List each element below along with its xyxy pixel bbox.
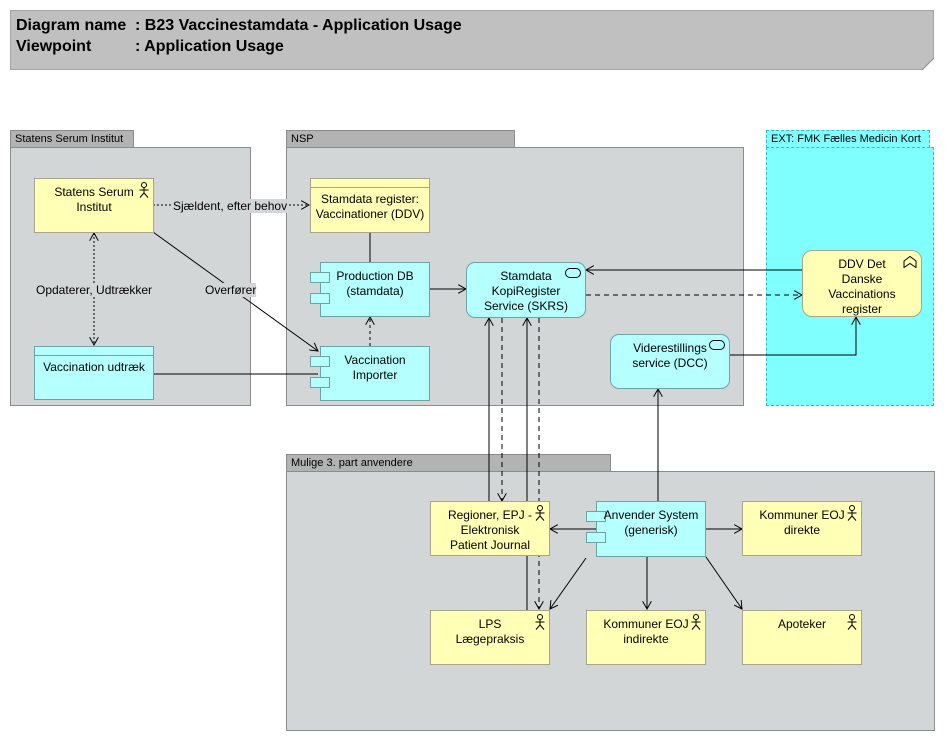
node-anvender-system[interactable]: Anvender System (generisk) — [586, 501, 706, 557]
node-label: Vaccination Importer — [344, 353, 406, 382]
edge-anvender-apoteker — [705, 556, 742, 609]
actor-icon — [139, 182, 149, 198]
component-tab — [586, 511, 606, 522]
node-label: Regioner, EPJ - Elektronisk Patient Jour… — [447, 508, 533, 552]
node-vaccination-importer[interactable]: Vaccination Importer — [310, 346, 430, 401]
node-ddv[interactable]: DDV Det Danske Vaccinations register — [802, 250, 922, 317]
node-label: Stamdata register: Vaccinationer (DDV) — [315, 192, 425, 221]
actor-icon — [691, 614, 701, 630]
viewpoint-label: Viewpoint — [16, 38, 92, 55]
node-label: Stamdata KopiRegister Service (SKRS) — [483, 269, 569, 313]
node-vaccination-udtraek[interactable]: Vaccination udtræk — [34, 346, 154, 400]
node-lps-laegepraksis[interactable]: LPS Lægepraksis — [430, 610, 550, 665]
component-tab — [310, 293, 330, 304]
group-title: Statens Serum Institut — [10, 130, 134, 148]
component-tab — [310, 272, 330, 283]
node-apoteker[interactable]: Apoteker — [742, 610, 862, 665]
node-kommuner-eoj-direkte[interactable]: Kommuner EOJ direkte — [742, 501, 862, 556]
node-label: Kommuner EOJ direkte — [759, 508, 845, 537]
edge-label-opdaterer: Opdaterer, Udtrækker — [36, 283, 153, 297]
diagram-name-line: Diagram name : B23 Vaccinestamdata - Appl… — [16, 17, 462, 35]
group-title: Mulige 3. part anvendere — [286, 454, 611, 472]
node-skrs[interactable]: Stamdata KopiRegister Service (SKRS) — [466, 262, 586, 318]
node-label: Statens Serum Institut — [54, 185, 134, 214]
component-tab — [310, 377, 330, 388]
diagram-name-label: Diagram name — [16, 17, 127, 34]
actor-icon — [847, 505, 857, 521]
node-label: LPS Lægepraksis — [455, 617, 525, 646]
node-dcc[interactable]: Viderestillings service (DCC) — [610, 334, 730, 389]
viewpoint-line: Viewpoint : Application Usage — [16, 38, 284, 56]
actor-icon — [847, 614, 857, 630]
diagram-name-value: : B23 Vaccinestamdata - Application Usag… — [135, 17, 462, 34]
actor-icon — [535, 505, 545, 521]
service-icon — [709, 340, 725, 350]
service-icon — [565, 268, 581, 278]
node-regioner-epj[interactable]: Regioner, EPJ - Elektronisk Patient Jour… — [430, 501, 550, 556]
node-label: Apoteker — [777, 617, 827, 631]
edge-dcc-ddv — [730, 317, 856, 356]
data-object-bar — [35, 347, 153, 356]
node-kommuner-eoj-indirekte[interactable]: Kommuner EOJ indirekte — [586, 610, 706, 665]
node-production-db[interactable]: Production DB (stamdata) — [310, 262, 430, 317]
node-label: Vaccination udtræk — [43, 360, 145, 374]
group-title: NSP — [286, 130, 515, 148]
diagram-header: Diagram name : B23 Vaccinestamdata - Appl… — [10, 10, 934, 70]
group-title: EXT: FMK Fælles Medicin Kort — [766, 130, 930, 148]
function-icon — [903, 256, 917, 268]
component-tab — [586, 532, 606, 543]
header-shape — [10, 10, 934, 70]
node-label: DDV Det Danske Vaccinations register — [828, 257, 896, 316]
edge-label-overfoerer: Overfører — [205, 283, 257, 297]
edge-anvender-lps — [550, 557, 587, 609]
component-tab — [310, 356, 330, 367]
edge-label-sjaeldent: Sjældent, efter behov — [172, 199, 289, 213]
node-label: Viderestillings service (DCC) — [632, 341, 708, 370]
viewpoint-value: : Application Usage — [135, 38, 284, 55]
node-stamdata-register[interactable]: Stamdata register: Vaccinationer (DDV) — [310, 178, 430, 233]
node-label: Anvender System (generisk) — [603, 508, 699, 537]
data-object-bar — [311, 179, 429, 188]
actor-icon — [535, 614, 545, 630]
node-statens-serum-institut[interactable]: Statens Serum Institut — [34, 178, 154, 233]
node-label: Kommuner EOJ indirekte — [603, 617, 689, 646]
node-label: Production DB (stamdata) — [336, 269, 414, 298]
